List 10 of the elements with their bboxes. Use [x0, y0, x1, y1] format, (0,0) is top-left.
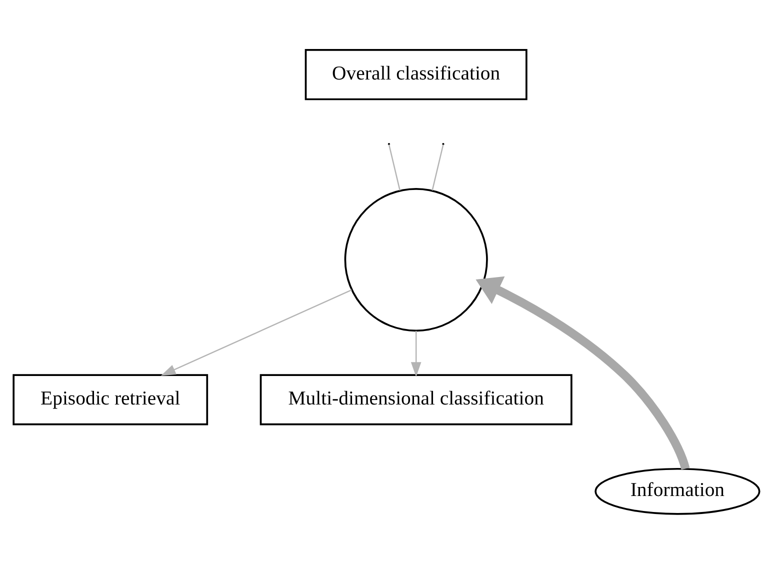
arrow [160, 288, 352, 376]
node-box: Episodic retrieval [12, 374, 208, 425]
node-box: Overall classification [304, 48, 528, 100]
arrow [410, 330, 422, 376]
connector [388, 144, 400, 190]
node-circle [344, 187, 488, 332]
node-ellipse: Information [594, 467, 760, 514]
connector [432, 144, 444, 190]
arrow [476, 276, 690, 470]
node-box: Multi-dimensional classification [260, 374, 572, 425]
